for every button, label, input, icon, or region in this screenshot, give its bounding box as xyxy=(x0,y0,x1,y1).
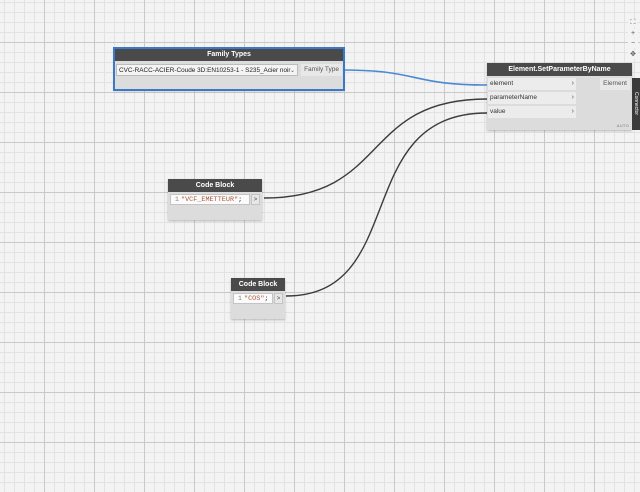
set-parameter-by-name-node[interactable]: Element.SetParameterByName element › par… xyxy=(487,63,632,130)
node-title: Element.SetParameterByName xyxy=(487,63,632,76)
wire-code-block-2-to-value[interactable] xyxy=(285,112,488,297)
statement-terminator: ; xyxy=(264,295,269,303)
input-port-value[interactable]: value › xyxy=(488,106,576,118)
string-literal: "COS" xyxy=(244,295,265,303)
fit-view-icon[interactable]: ⛶ xyxy=(628,18,638,27)
chevron-right-icon: › xyxy=(571,80,574,87)
side-panel-tab[interactable]: Connector xyxy=(632,78,640,130)
port-label: element xyxy=(490,80,514,87)
input-port-element[interactable]: element › xyxy=(488,78,576,90)
port-label: parameterName xyxy=(490,94,537,101)
string-literal: "VCF_EMETTEUR" xyxy=(181,196,239,204)
output-port[interactable]: > xyxy=(274,293,283,304)
chevron-down-icon: ⌄ xyxy=(289,68,295,74)
lacing-label: AUTO xyxy=(616,123,629,128)
code-block-node-1[interactable]: Code Block 1"VCF_EMETTEUR"; > xyxy=(168,179,262,220)
pan-icon[interactable]: ✥ xyxy=(628,50,638,59)
code-editor-line[interactable]: 1"VCF_EMETTEUR"; xyxy=(170,194,250,205)
family-types-node[interactable]: Family Types CVC-RACC-ACIER-Coude 3D:EN1… xyxy=(113,47,345,91)
output-port[interactable]: > xyxy=(251,194,260,205)
zoom-in-icon[interactable]: + xyxy=(628,29,638,38)
line-number: 1 xyxy=(174,196,179,204)
family-type-dropdown[interactable]: CVC-RACC-ACIER-Coude 3D:EN10253-1 - S235… xyxy=(116,64,298,76)
node-title: Family Types xyxy=(114,48,344,61)
dropdown-value: CVC-RACC-ACIER-Coude 3D:EN10253-1 - S235… xyxy=(119,67,291,74)
statement-terminator: ; xyxy=(238,196,243,204)
code-editor-line[interactable]: 1"COS"; xyxy=(233,293,273,304)
wire-code-block-1-to-parameter-name[interactable] xyxy=(263,98,488,199)
code-block-node-2[interactable]: Code Block 1"COS"; > xyxy=(231,278,285,319)
port-label: value xyxy=(490,108,506,115)
node-title: Code Block xyxy=(168,179,262,192)
side-panel-label: Connector xyxy=(633,92,639,116)
node-title: Code Block xyxy=(231,278,285,291)
zoom-out-icon[interactable]: − xyxy=(628,39,638,48)
wire-family-type-to-element[interactable] xyxy=(341,69,488,86)
line-number: 1 xyxy=(237,295,242,303)
output-port-family-type[interactable]: Family Type xyxy=(301,64,342,76)
chevron-right-icon: › xyxy=(571,94,574,101)
chevron-right-icon: › xyxy=(571,108,574,115)
output-port-element[interactable]: Element xyxy=(600,78,630,90)
input-port-parameter-name[interactable]: parameterName › xyxy=(488,92,576,104)
